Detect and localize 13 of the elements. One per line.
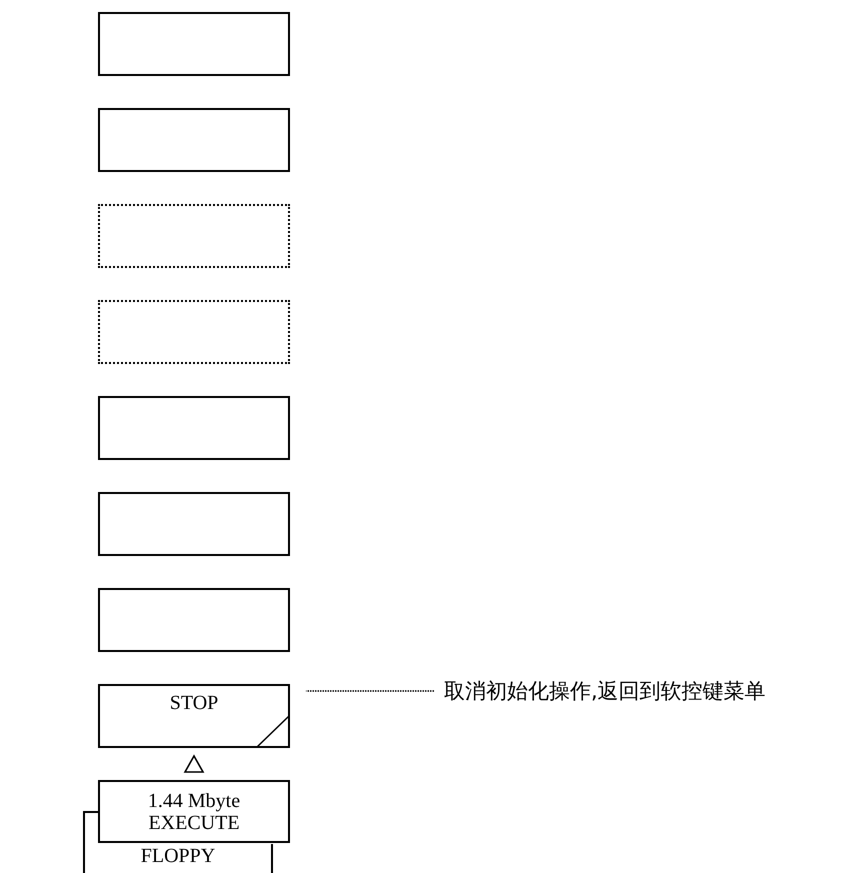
empty-box (98, 12, 290, 76)
note-text: 取消初始化操作,返回到软控键菜单 (444, 676, 854, 706)
empty-box (98, 204, 290, 268)
empty-box (98, 108, 290, 172)
empty-box (98, 300, 290, 364)
softkey-box: STOP (98, 684, 290, 748)
softkey-box: 1.44 Mbyte EXECUTE (98, 780, 290, 843)
empty-box (98, 588, 290, 652)
floppy-box: FLOPPY (83, 844, 273, 873)
empty-box (98, 492, 290, 556)
triangle-arrow (184, 754, 204, 773)
leader-line (306, 690, 434, 692)
empty-box (98, 396, 290, 460)
